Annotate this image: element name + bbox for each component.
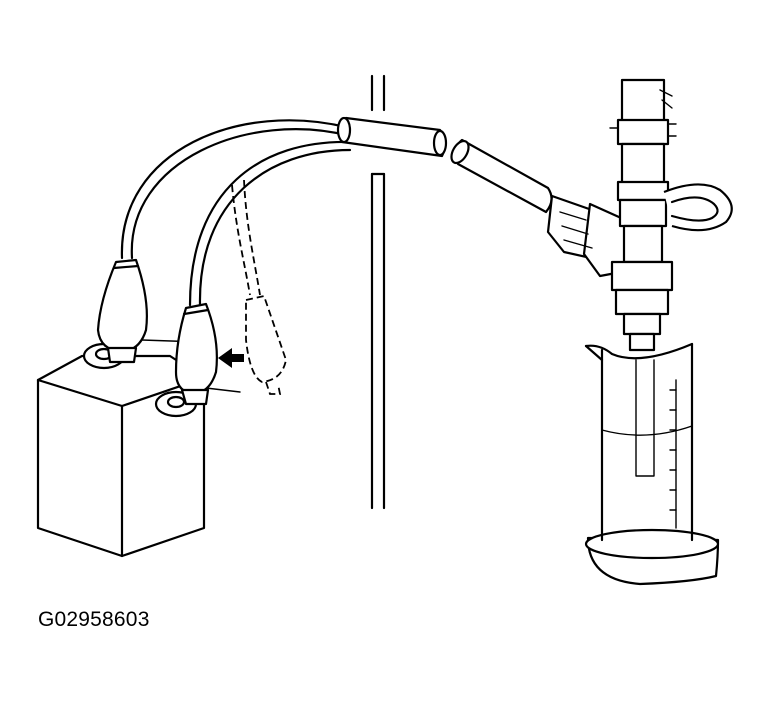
clip-left [96,258,148,364]
direction-arrow-icon [218,348,244,368]
connector-sleeve [450,138,553,214]
clip-right [174,302,218,406]
break-indicator [370,74,386,510]
graduated-cylinder [584,342,720,586]
fuel-injector [609,78,733,352]
test-lead-wires [120,119,352,393]
dashed-lead-alternate [231,179,287,395]
figure-id-label: G02958603 [38,608,150,631]
wire-sleeve [336,116,448,158]
